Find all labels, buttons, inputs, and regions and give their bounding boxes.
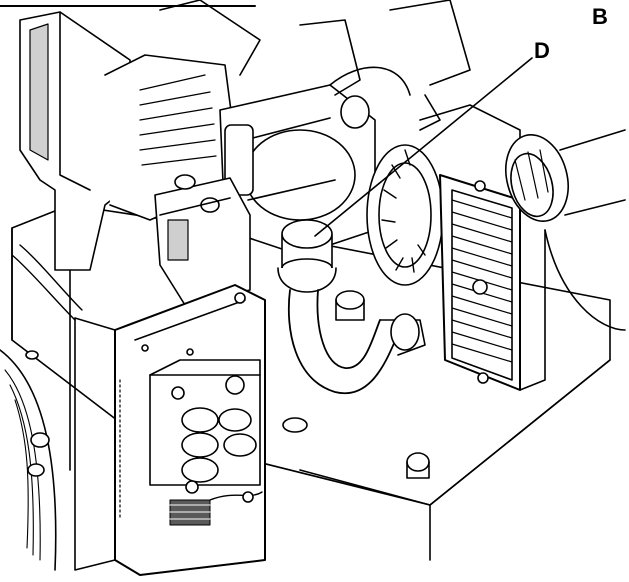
vent-grille [419, 104, 546, 391]
base-bolt-right [406, 452, 430, 472]
fan-housing [366, 144, 444, 286]
control-panel [74, 284, 266, 576]
callout-label-b: B [592, 4, 608, 29]
engine-block [19, 11, 241, 271]
motor-assembly [219, 66, 411, 256]
base-bolt-left [282, 417, 308, 433]
coolant-hose [287, 289, 426, 395]
callout-label-d: D [534, 38, 550, 63]
callout-leader-d [314, 57, 533, 237]
cable-gland [505, 129, 626, 331]
side-grille [0, 349, 57, 571]
cable-harness [11, 244, 83, 321]
terminal-block [154, 174, 251, 306]
pipe-cap [277, 219, 337, 293]
upper-linkage [159, 0, 471, 131]
